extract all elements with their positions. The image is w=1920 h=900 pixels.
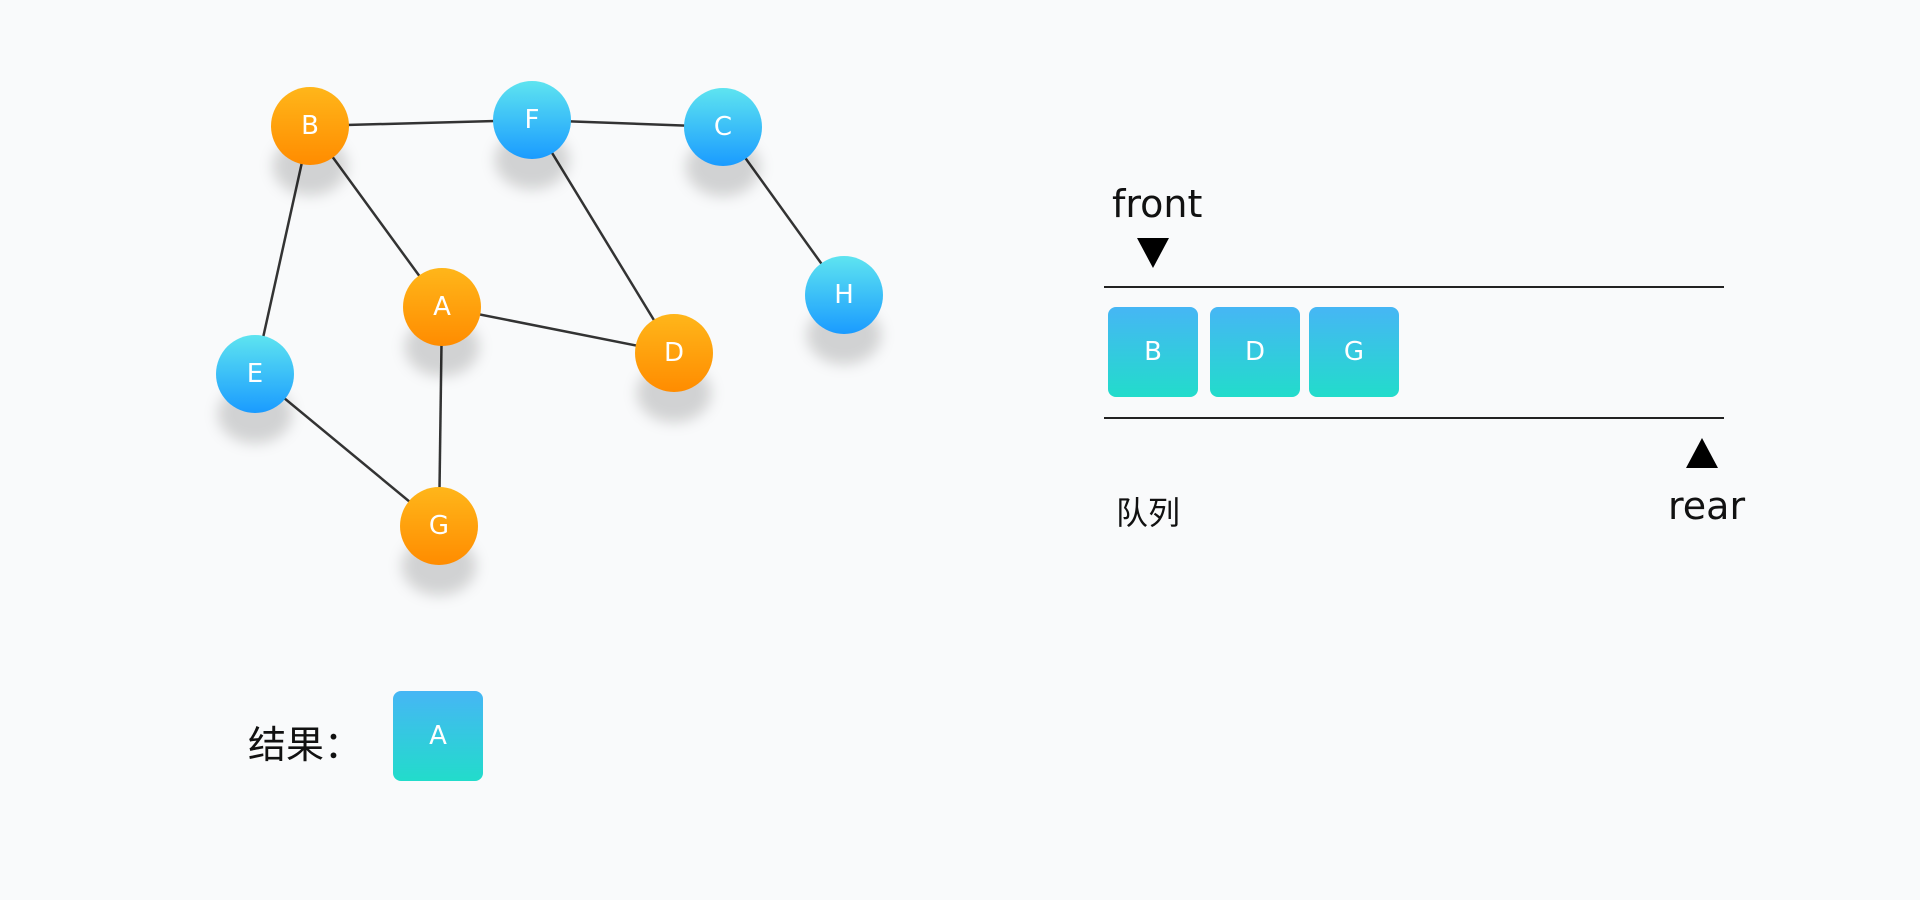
node-B: B [271,87,349,196]
node-circle [805,256,883,334]
queue-item: B [1108,307,1198,397]
node-circle [400,487,478,565]
node-circle [403,268,481,346]
node-H: H [805,256,883,365]
node-A: A [403,268,481,377]
node-label: E [247,359,263,389]
node-label: A [433,292,451,322]
node-label: F [525,105,540,135]
node-C: C [684,88,762,197]
rear-pointer-icon [1686,438,1718,468]
node-circle [684,88,762,166]
node-label: H [834,280,854,310]
queue-rear-label: rear [1668,484,1746,528]
node-G: G [400,487,478,596]
edge-A-D [441,305,675,355]
queue-item: D [1210,307,1300,397]
queue-bottom-border [1104,417,1724,419]
node-circle [271,87,349,165]
node-D: D [635,314,713,423]
front-pointer-icon [1137,238,1169,268]
node-circle [493,81,571,159]
result-label: 结果： [248,723,363,767]
queue-item: G [1309,307,1399,397]
node-circle [635,314,713,392]
queue-front-label: front [1112,182,1203,226]
node-label: D [664,338,684,368]
result-item: A [393,691,483,781]
node-label: G [429,511,449,541]
node-E: E [216,335,294,444]
node-F: F [493,81,571,190]
node-label: C [714,112,732,142]
queue-caption: 队列 [1116,494,1181,532]
node-circle [216,335,294,413]
queue-top-border [1104,286,1724,288]
node-label: B [301,111,319,141]
